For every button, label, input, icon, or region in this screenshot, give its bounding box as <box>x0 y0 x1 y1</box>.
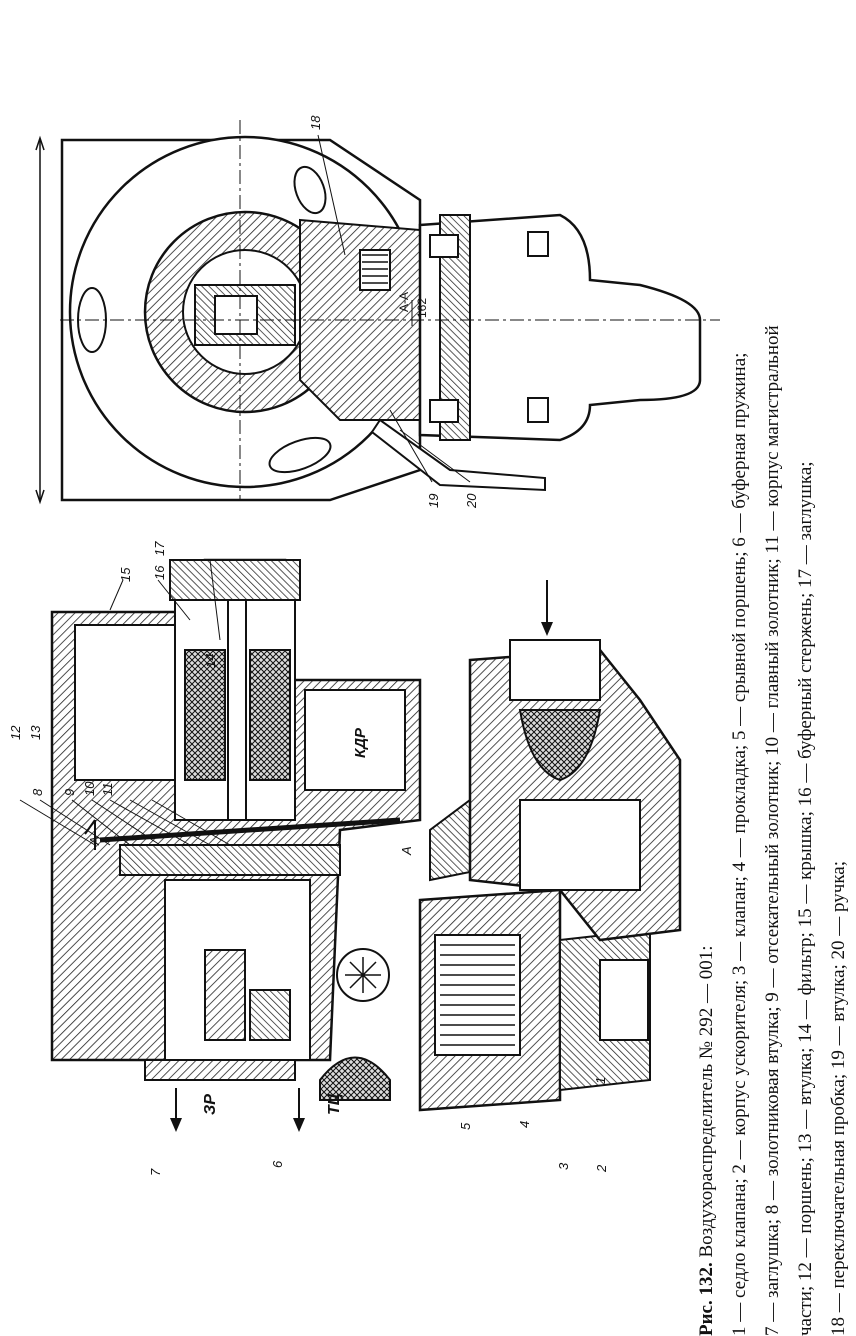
inlet-fitting <box>509 639 601 701</box>
label-5: 5 <box>458 1122 473 1130</box>
label-15: 15 <box>118 567 133 582</box>
chamber-kdr <box>304 689 406 791</box>
caption-line-3: части; 12 — поршень; 13 — втулка; 14 — ф… <box>795 461 816 1336</box>
label-section-scale-den: 162 <box>415 298 429 318</box>
label-13: 13 <box>28 725 43 740</box>
bolt-slot-bottom <box>268 436 332 474</box>
label-zr: ЗР <box>202 1094 219 1115</box>
label-20: 20 <box>464 493 479 509</box>
housing-nut-right-bottom <box>527 397 549 423</box>
caption-line-2: 7 — заглушка; 8 — золотниковая втулка; 9… <box>762 325 783 1336</box>
label-10: 10 <box>82 781 97 796</box>
housing-nut-right-top <box>527 231 549 257</box>
switch-spring <box>359 249 391 291</box>
inlet-chamber <box>519 799 641 891</box>
label-17: 17 <box>152 541 167 556</box>
label-a-bottom: А <box>399 846 414 856</box>
buffer-rod <box>227 569 247 821</box>
central-core <box>214 295 258 335</box>
label-11: 11 <box>100 783 115 797</box>
inlet-mesh <box>518 709 602 782</box>
label-16: 16 <box>152 565 167 580</box>
handle <box>370 418 546 492</box>
filter-bottom <box>249 649 291 781</box>
label-kdr: КДР <box>352 727 369 758</box>
filter-top <box>184 649 226 781</box>
cutoff-slide-valve <box>249 989 291 1041</box>
caption-title-bold: Рис. 132. <box>696 1262 717 1336</box>
label-9: 9 <box>62 789 77 796</box>
label-1: 1 <box>593 1077 608 1084</box>
caption-line-1: 1 — седло клапана; 2 — корпус ускорителя… <box>729 352 750 1336</box>
label-19: 19 <box>426 494 441 508</box>
label-4: 4 <box>517 1121 532 1128</box>
caption-title-rest: Воздухораспределитель № 292 — 001: <box>696 945 717 1263</box>
bolt-slot-right <box>293 165 327 215</box>
label-12: 12 <box>8 725 23 740</box>
label-2: 2 <box>594 1164 609 1173</box>
label-a-top: А <box>87 836 102 846</box>
label-3: 3 <box>556 1162 571 1170</box>
label-7: 7 <box>148 1168 163 1176</box>
main-slide-valve <box>204 949 246 1041</box>
label-tc: ТЦ <box>326 1093 343 1115</box>
caption-line-4: 18 — переключательная пробка; 19 — втулк… <box>828 861 849 1336</box>
cylinder-housing <box>418 213 702 442</box>
valve-seat-1 <box>599 959 649 1041</box>
label-section-scale: A-A <box>397 292 411 312</box>
label-8: 8 <box>30 788 45 796</box>
housing-nut-bottom <box>429 399 459 423</box>
label-14: 14 <box>203 654 218 668</box>
main-section-view: 1 2 3 4 5 6 7 8 9 10 11 12 13 14 15 16 1… <box>8 541 682 1176</box>
piston <box>119 844 341 876</box>
section-a-a-view: A-A 162 18 19 20 <box>35 115 720 509</box>
figure-caption: Рис. 132. Воздухораспределитель № 292 — … <box>690 0 856 1336</box>
plug-7 <box>144 1059 296 1081</box>
end-cap <box>169 559 301 601</box>
label-18: 18 <box>308 115 323 130</box>
caption-title: Рис. 132. Воздухораспределитель № 292 — … <box>690 0 723 1336</box>
tc-filter <box>319 1056 391 1101</box>
label-6: 6 <box>270 1160 285 1168</box>
diaphragm <box>99 817 401 843</box>
housing-nut-top <box>429 234 459 258</box>
